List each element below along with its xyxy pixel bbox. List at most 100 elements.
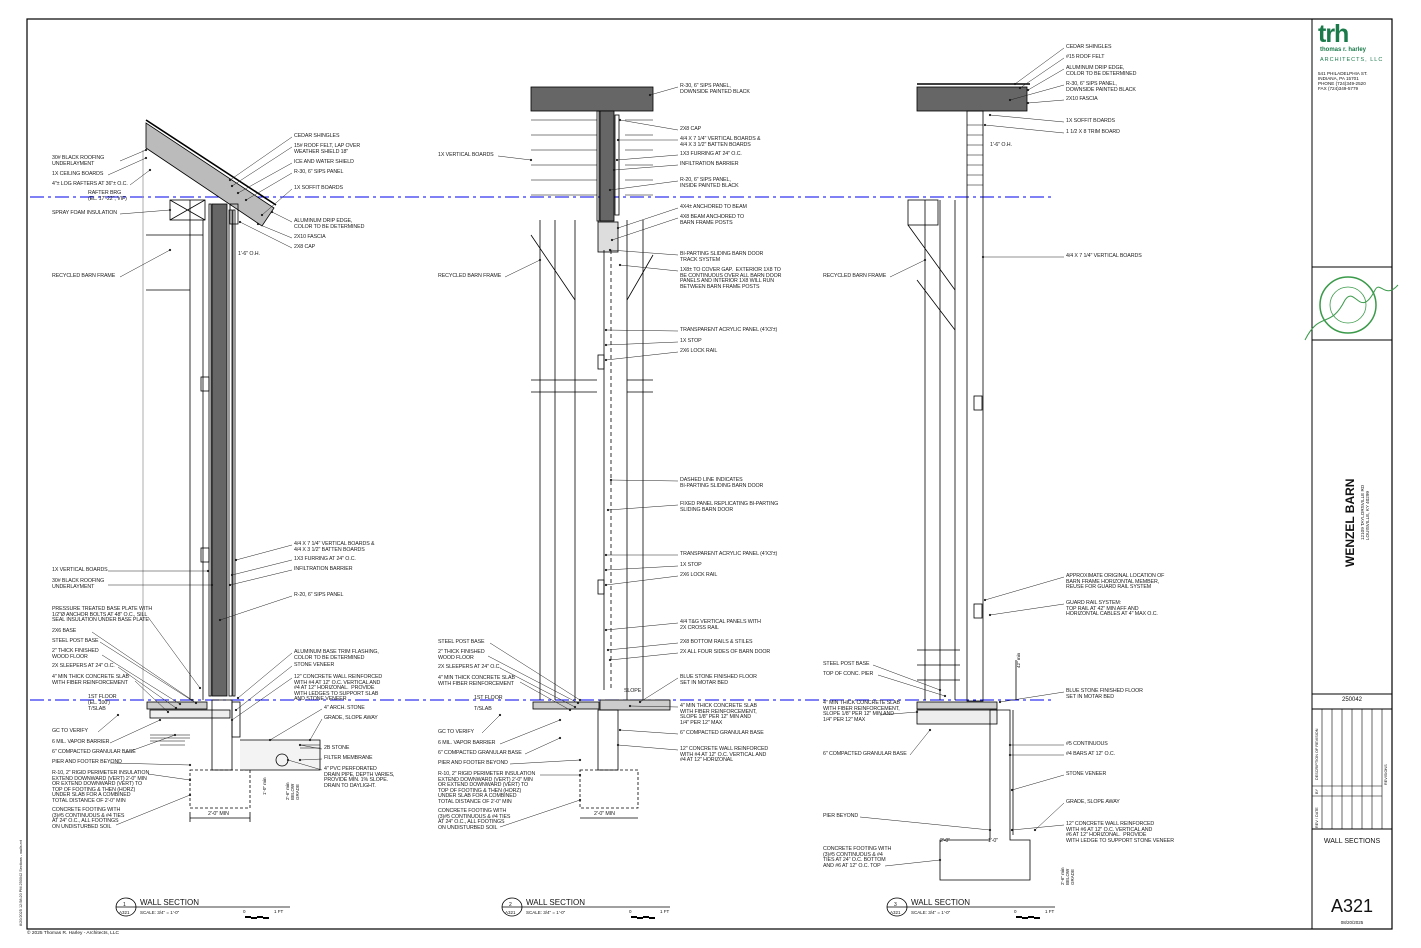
rev-desc-header: DESCRIPTION OF REVISION <box>1315 728 1319 780</box>
annotation-label: 4" min THICK CONCRETE SLAB WITH FIBER RE… <box>52 674 129 686</box>
annotation-label: Slope <box>624 688 642 694</box>
leader-arrow <box>1026 88 1030 92</box>
annotation-label: #15 ROOF FELT <box>1066 54 1105 60</box>
view-title-graphics <box>115 897 1055 919</box>
leader-arrow <box>638 700 642 704</box>
scale-bar-start: 0 <box>1014 909 1017 914</box>
view-3-number: 3 <box>894 902 897 908</box>
leader-arrow <box>178 702 182 706</box>
leader-arrow <box>298 743 302 747</box>
leader-line <box>91 631 193 701</box>
leader-line <box>271 211 293 223</box>
leader-line <box>609 180 679 191</box>
annotation-label: T/SLAB <box>88 706 106 712</box>
leader-arrow <box>260 213 264 217</box>
leader-line <box>107 157 147 176</box>
leader-arrow <box>983 598 987 602</box>
leader-arrow <box>604 553 608 557</box>
leader-arrow <box>148 168 152 172</box>
annotation-label: #5 CONTINUOUS <box>1066 741 1108 747</box>
annotation-label: GC TO VERIFY <box>438 729 474 735</box>
leader-arrow <box>1010 788 1014 792</box>
leader-arrow <box>188 778 192 782</box>
annotation-label: 2B STONE <box>324 745 350 751</box>
firm-logo: trh <box>1318 20 1349 48</box>
view-1-sheet: A321 <box>119 910 130 915</box>
leader-arrow <box>529 158 533 162</box>
leader-arrow <box>983 123 987 127</box>
annotation-label: 6" COMPACTED GRANULAR BASE <box>680 730 764 736</box>
annotation-label: RECYCLED BARN FRAME <box>823 273 887 279</box>
firm-address: 541 PHILADELPHIA ST. INDIANA, PA 15701 P… <box>1318 71 1368 91</box>
annotation-label: TOP OF CONC. PIER <box>823 671 874 677</box>
leader-arrow <box>236 191 240 195</box>
leader-line <box>607 504 679 511</box>
address-line: 541 PHILADELPHIA ST. <box>1318 71 1368 76</box>
leader-line <box>872 664 941 691</box>
leader-arrow <box>166 710 170 714</box>
annotation-label: GRADE, SLOPE AWAY <box>1066 799 1120 805</box>
leader-arrow <box>928 728 932 732</box>
leader-line <box>147 616 201 689</box>
annotation-label: 6 MIL. VAPOR BARRIER <box>52 739 110 745</box>
view-2-number: 2 <box>509 902 512 908</box>
annotation-label: TRANSPARENT ACRYLIC PANEL (4'x3'±) <box>680 551 778 557</box>
leader-arrow <box>228 583 232 587</box>
annotation-label: PRESSURE TREATED BASE PLATE WITH 1/2"Ø A… <box>52 606 153 624</box>
roof-sips-panel <box>145 122 275 227</box>
annotation-label: 4/4 x 7 1/4" VERTICAL BOARDS <box>1066 253 1142 259</box>
leader-line <box>117 666 177 709</box>
leader-arrow <box>608 248 612 252</box>
sheet-date: 08/20/2025 <box>1340 920 1364 925</box>
leader-arrow <box>604 358 608 362</box>
leader-line <box>877 674 946 697</box>
leader-line <box>235 544 293 561</box>
annotation-label: GUARD RAIL SYSTEM: TOP RAIL AT 42" min A… <box>1066 600 1158 618</box>
leader-arrow <box>578 698 582 702</box>
leader-line <box>219 595 293 621</box>
leader-line <box>1027 68 1065 91</box>
leader-arrow <box>616 138 620 142</box>
annotation-label: TRANSPARENT ACRYLIC PANEL (4'x3'±) <box>680 327 778 333</box>
leader-arrow <box>609 478 613 482</box>
leader-arrow <box>616 743 620 747</box>
annotation-label: T/SLAB <box>474 706 492 712</box>
leader-line <box>109 762 191 766</box>
leader-arrow <box>618 118 622 122</box>
annotation-label: FILTER MEMBRANE <box>324 755 373 761</box>
annotation-label: CONCRETE FOOTING WITH (3)#5 CONTINUOUS &… <box>823 846 892 869</box>
leader-line <box>649 86 679 96</box>
annotation-label: 2x ALL FOUR SIDES OF BARN DOOR <box>680 649 771 655</box>
leader-arrow <box>1008 98 1012 102</box>
leader-line <box>115 794 191 826</box>
annotation-label: 2x8 BOTTOM RAILS & STILES <box>680 639 753 645</box>
leader-arrow <box>188 793 192 797</box>
annotation-label: 2" THICK FINISHED WOOD FLOOR <box>438 649 485 661</box>
sheet-border <box>26 18 1393 930</box>
annotation-label: 6" COMPACTED GRANULAR BASE <box>52 749 136 755</box>
leader-arrow <box>568 708 572 712</box>
dim-footing-height: 1'-0" min <box>262 777 267 795</box>
annotation-label: BI-PARTING SLIDING BARN DOOR TRACK SYSTE… <box>680 251 764 263</box>
leader-line <box>499 719 561 745</box>
leader-arrow <box>1018 86 1022 90</box>
leader-arrow <box>1010 828 1014 832</box>
leader-line <box>261 188 293 216</box>
leader-arrow <box>256 222 260 226</box>
leader-line <box>1011 824 1065 831</box>
leader-arrow <box>1026 101 1030 105</box>
leader-line <box>119 149 147 162</box>
leader-line <box>509 759 581 765</box>
leader-arrow <box>218 618 222 622</box>
annotation-label: R-30, 6" SIPS PANEL <box>294 169 344 175</box>
annotation-label: 1'-6" O.H. <box>990 142 1012 148</box>
annotation-label: 12" CONCRETE WALL REINFORCED WITH #6 AT … <box>1066 821 1174 844</box>
leader-line <box>245 172 293 201</box>
leader-line <box>610 479 679 482</box>
leader-arrow <box>618 263 622 267</box>
leader-arrow <box>116 713 120 717</box>
copyright: © 2025 Thomas R. Harley - Architects, LL… <box>27 931 119 936</box>
leader-arrow <box>608 658 612 662</box>
section-2-geometry <box>530 86 671 819</box>
